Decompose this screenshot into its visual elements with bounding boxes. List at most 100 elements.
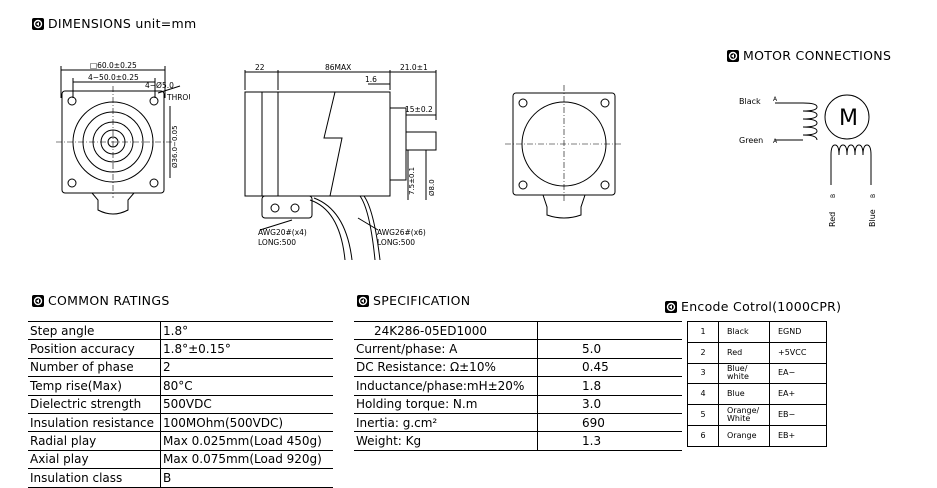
table-row: Inductance/phase:mH±20%1.8 — [354, 376, 682, 396]
section-bullet-icon — [32, 294, 44, 307]
table-row: DC Resistance: Ω±10%0.45 — [354, 358, 682, 378]
rating-value: 80°C — [160, 376, 333, 396]
spec-label: Holding torque: N.m — [354, 395, 538, 414]
pin-number: 1 — [687, 321, 719, 343]
pilot-dim-label: Ø36.0−0.05 — [171, 125, 179, 168]
section-bullet-icon — [727, 49, 739, 62]
signal-name: EGND — [769, 321, 827, 343]
motor-connections-diagram: Black A Green A M Red B Blue B — [739, 94, 877, 227]
rating-label: Temp rise(Max) — [28, 376, 161, 396]
signal-name: EB+ — [769, 424, 827, 447]
long2-label: LONG:500 — [377, 238, 415, 247]
pin-number: 3 — [687, 362, 719, 385]
signal-name: EA+ — [769, 383, 827, 406]
front-view-drawing: □60.0±0.25 4−50.0±0.25 4−Ø5.0 THROUGH Ø3… — [56, 61, 190, 215]
specification-title: SPECIFICATION — [373, 293, 471, 308]
spec-label: Weight: Kg — [354, 431, 538, 451]
rating-value: Max 0.025mm(Load 450g) — [160, 431, 333, 451]
rating-label: Insulation resistance — [28, 413, 161, 433]
pitch-dim-label: 4−50.0±0.25 — [88, 73, 139, 82]
pin-number: 5 — [687, 404, 719, 426]
long1-label: LONG:500 — [258, 238, 296, 247]
phase-b-bar-label: B — [870, 194, 877, 198]
spec-label: Current/phase: A — [354, 339, 538, 359]
common-ratings-heading: COMMON RATINGS — [32, 293, 170, 308]
pin-number: 4 — [687, 383, 719, 406]
green-wire-label: Green — [739, 136, 763, 145]
motor-connections-title: MOTOR CONNECTIONS — [743, 48, 892, 63]
len-22-label: 22 — [255, 63, 265, 72]
spec-value: 0.45 — [537, 358, 682, 378]
rating-label: Position accuracy — [28, 339, 161, 359]
encoder-heading: Encode Cotrol(1000CPR) — [665, 299, 841, 314]
spec-value: 1.3 — [537, 431, 682, 451]
spec-value: 690 — [537, 413, 682, 433]
spec-label: Inertia: g.cm² — [354, 413, 538, 433]
signal-name: +5VCC — [769, 341, 827, 364]
wire-color: Orange — [718, 424, 770, 447]
awg26-label: AWG26#(x6) — [377, 228, 426, 237]
through-label: THROUGH — [166, 93, 190, 102]
phase-b-label: B — [830, 194, 837, 198]
spec-label: Inductance/phase:mH±20% — [354, 376, 538, 396]
phase-a-bar-label: A — [773, 138, 778, 145]
rating-label: Insulation class — [28, 468, 161, 488]
dimensions-title: DIMENSIONS unit=mm — [48, 16, 197, 31]
spec-value — [537, 320, 682, 341]
rating-label: Dielectric strength — [28, 395, 161, 414]
shaft-dim-label: Ø8.0 — [428, 179, 436, 196]
wire-color: Blue/ white — [718, 362, 770, 385]
rating-value: 100MOhm(500VDC) — [160, 413, 333, 433]
spec-label: DC Resistance: Ω±10% — [354, 358, 538, 378]
section-bullet-icon — [32, 17, 44, 30]
table-row: Temp rise(Max)80°C — [28, 376, 333, 396]
blue-wire-label: Blue — [868, 209, 877, 227]
len-15-label: 15±0.2 — [405, 105, 433, 114]
side-view-drawing: 22 86MAX 21.0±1 1.6 15±0.2 7.5±0.1 Ø8.0 … — [244, 63, 437, 261]
motor-symbol-label: M — [839, 106, 858, 131]
rating-value: 1.8°±0.15° — [160, 339, 333, 359]
spec-value: 3.0 — [537, 395, 682, 414]
spec-value: 1.8 — [537, 376, 682, 396]
awg20-label: AWG20#(x4) — [258, 228, 307, 237]
rating-label: Number of phase — [28, 358, 161, 378]
len-21-label: 21.0±1 — [400, 63, 428, 72]
rating-label: Step angle — [28, 320, 161, 341]
section-bullet-icon — [665, 300, 677, 313]
wire-color: Orange/ White — [718, 404, 770, 426]
len-16-label: 1.6 — [365, 75, 377, 84]
square-dim-label: □60.0±0.25 — [90, 61, 137, 70]
phase-a-label: A — [773, 96, 778, 103]
pin-number: 2 — [687, 341, 719, 364]
rating-value: 1.8° — [160, 320, 333, 341]
flat-dim-label: 7.5±0.1 — [408, 167, 416, 195]
table-row: 24K286-05ED1000 — [354, 320, 682, 341]
spec-value: 5.0 — [537, 339, 682, 359]
rating-value: 500VDC — [160, 395, 333, 414]
rating-label: Axial play — [28, 450, 161, 470]
motor-connections-heading: MOTOR CONNECTIONS — [727, 48, 891, 63]
pin-number: 6 — [687, 424, 719, 447]
rating-value: B — [160, 468, 333, 488]
rating-value: Max 0.075mm(Load 920g) — [160, 450, 333, 470]
model-number: 24K286-05ED1000 — [354, 320, 538, 341]
holes-dim-label: 4−Ø5.0 — [145, 81, 174, 90]
rating-label: Radial play — [28, 431, 161, 451]
